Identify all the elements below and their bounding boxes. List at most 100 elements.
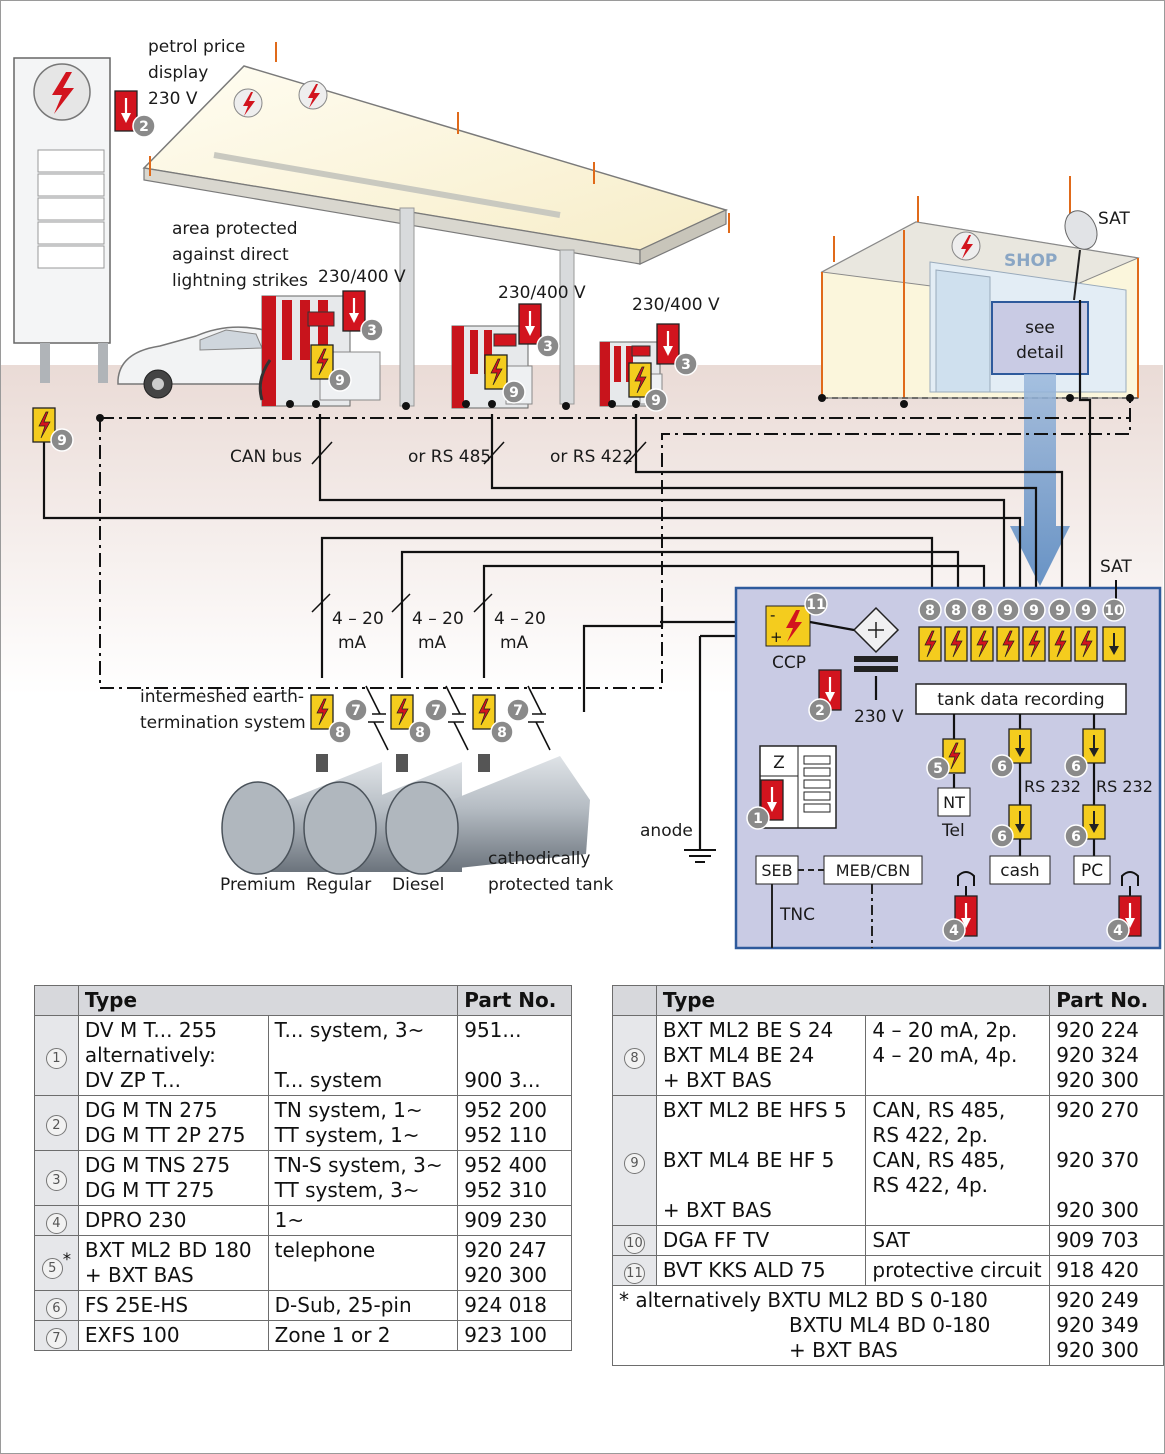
earth-ground-icon bbox=[684, 849, 716, 863]
row-part-no: 951... 900 3... bbox=[457, 1015, 572, 1096]
svg-text:+: + bbox=[770, 628, 783, 646]
cell-line: 920 300 bbox=[1056, 1068, 1139, 1092]
cell-line: BXTU ML4 BD 0-180 bbox=[789, 1313, 991, 1337]
row-number: 9 bbox=[612, 1095, 657, 1226]
satellite-dish-icon bbox=[1064, 210, 1098, 301]
row-part-no: 909 703 bbox=[1049, 1225, 1164, 1256]
wire-tank-1 bbox=[320, 536, 934, 678]
z-label: Z bbox=[773, 753, 785, 773]
cell-line: 952 110 bbox=[464, 1123, 547, 1147]
svg-text:9: 9 bbox=[1003, 603, 1013, 619]
wire-pump-3 bbox=[634, 414, 1064, 600]
row-description: CAN, RS 485,RS 422, 2p.CAN, RS 485,RS 42… bbox=[865, 1095, 1051, 1226]
row-number-badge: 4 bbox=[45, 1212, 67, 1234]
svg-text:8: 8 bbox=[977, 603, 987, 619]
svg-text:9: 9 bbox=[335, 373, 345, 389]
area-protected-label-2: against direct bbox=[172, 245, 289, 265]
row-number: 8 bbox=[612, 1015, 657, 1096]
cell-line: 909 703 bbox=[1056, 1228, 1139, 1252]
svg-text:6: 6 bbox=[997, 829, 1007, 845]
cell-line: + BXT BAS bbox=[662, 1068, 772, 1092]
earth-line-loop bbox=[99, 418, 1131, 689]
row-description: D-Sub, 25-pin bbox=[267, 1290, 459, 1321]
cell-line: 920 300 bbox=[464, 1263, 547, 1287]
svg-text:7: 7 bbox=[513, 703, 523, 719]
cell-line bbox=[1056, 1173, 1157, 1198]
row-number-badge: 1 bbox=[45, 1047, 67, 1069]
svg-text:2: 2 bbox=[139, 119, 149, 135]
svg-text:6: 6 bbox=[1071, 829, 1081, 845]
sat-label-top: SAT bbox=[1098, 209, 1130, 229]
badge-8-row-3: 8 bbox=[970, 598, 994, 622]
ex-spark-gaps bbox=[365, 685, 551, 751]
surge-protector-icon bbox=[1082, 728, 1106, 764]
badge-9-row-1: 9 bbox=[996, 598, 1020, 622]
see-detail-label-1: see bbox=[1025, 318, 1055, 338]
row-type: BXT ML2 BD 180+ BXT BAS bbox=[77, 1235, 269, 1291]
badge-3-pump2: 3 bbox=[536, 334, 560, 358]
cell-line: + BXT BAS bbox=[662, 1198, 772, 1222]
svg-text:11: 11 bbox=[806, 597, 825, 613]
cell-line: 920 247 bbox=[464, 1238, 547, 1262]
cell-line: BVT KKS ALD 75 bbox=[662, 1258, 826, 1282]
voltage-label-2: 230/400 V bbox=[498, 283, 586, 303]
lightning-arrester-icon bbox=[310, 344, 334, 380]
tank-premium-label: Premium bbox=[220, 875, 296, 895]
cell-line: 952 200 bbox=[464, 1098, 547, 1122]
wire-pump-1 bbox=[318, 414, 1006, 600]
lightning-arrester-icon bbox=[390, 694, 414, 730]
row-number-badge: 6 bbox=[45, 1297, 67, 1319]
svg-text:8: 8 bbox=[925, 603, 935, 619]
earth-system-label-2: termination system bbox=[140, 713, 306, 733]
wire-display bbox=[42, 440, 1022, 600]
cell-line: 952 310 bbox=[464, 1178, 547, 1202]
cell-line: Zone 1 or 2 bbox=[274, 1323, 391, 1347]
petrol-display-label-1: petrol price bbox=[148, 37, 245, 57]
row-footnote-star: * bbox=[62, 1249, 72, 1269]
row-type: FS 25E-HS bbox=[77, 1290, 269, 1321]
voltage-label-3: 230/400 V bbox=[632, 295, 720, 315]
row-number-badge: 10 bbox=[623, 1232, 645, 1254]
voltage-label-1: 230/400 V bbox=[318, 267, 406, 287]
header-part-no: Part No. bbox=[457, 985, 572, 1016]
car-icon bbox=[117, 326, 287, 399]
cell-line: BXT ML4 BE 24 bbox=[662, 1043, 815, 1067]
cell-line: 1~ bbox=[274, 1208, 305, 1232]
anode-label: anode bbox=[640, 821, 693, 841]
row-description: protective circuit bbox=[865, 1255, 1051, 1286]
cell-line: alternatively: bbox=[84, 1043, 216, 1067]
badge-9-pump3: 9 bbox=[644, 388, 668, 412]
fuel-canopy bbox=[142, 42, 730, 407]
badge-3-pump3: 3 bbox=[674, 352, 698, 376]
nt-label: NT bbox=[943, 793, 965, 812]
svg-text:1: 1 bbox=[753, 811, 763, 827]
svg-text:9: 9 bbox=[651, 393, 661, 409]
tank-data-label: tank data recording bbox=[937, 690, 1104, 710]
cell-line: BXT ML2 BE HFS 5 bbox=[662, 1098, 847, 1122]
shop-sign: SHOP bbox=[1004, 251, 1057, 271]
row-number-badge: 2 bbox=[45, 1115, 67, 1136]
cell-line: DV ZP T... bbox=[84, 1068, 181, 1092]
cell-line: DG M TN 275 bbox=[84, 1098, 218, 1122]
svg-text:8: 8 bbox=[415, 725, 425, 741]
ma-unit-3: mA bbox=[500, 633, 529, 653]
ccp-unit: + - bbox=[765, 605, 811, 647]
row-number: 10 bbox=[612, 1225, 657, 1256]
svg-text:2: 2 bbox=[815, 703, 825, 719]
tank-regular-label: Regular bbox=[306, 875, 371, 895]
surge-protector-icon bbox=[517, 302, 543, 346]
row-number-badge: 11 bbox=[623, 1262, 645, 1284]
row-type: BVT KKS ALD 75 bbox=[655, 1255, 867, 1286]
bus-ticks bbox=[311, 441, 647, 613]
svg-text:8: 8 bbox=[335, 725, 345, 741]
badge-10-row: 10 bbox=[1102, 598, 1126, 622]
row-number: 3 bbox=[34, 1150, 79, 1206]
